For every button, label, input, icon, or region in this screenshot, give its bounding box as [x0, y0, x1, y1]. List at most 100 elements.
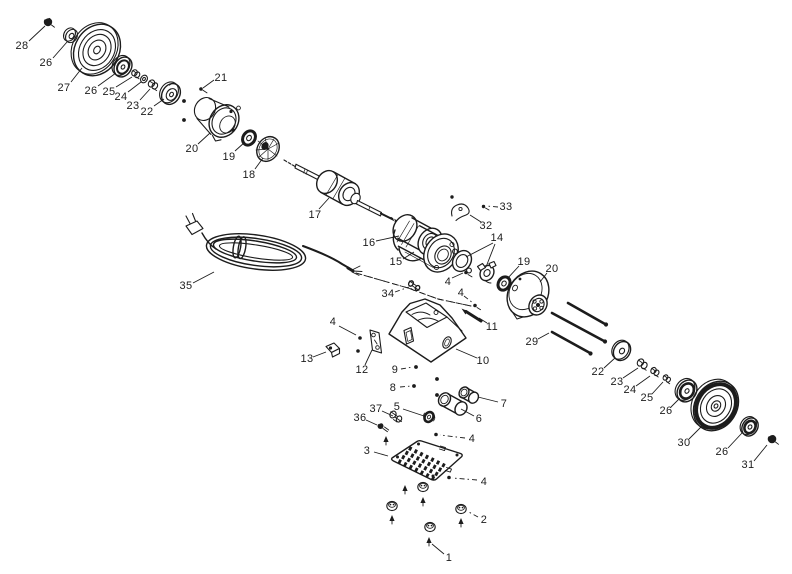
part-number-label: 9 — [392, 364, 399, 376]
leader-line — [537, 332, 550, 340]
leader-line — [603, 357, 616, 369]
part-22-flange-disc — [159, 81, 182, 106]
leader-line — [373, 451, 389, 457]
plate-screw-dot — [447, 475, 451, 480]
part-number-label: 29 — [525, 336, 538, 348]
part-number-label: 16 — [362, 237, 375, 249]
leader-line — [400, 366, 414, 370]
part-number-label: 37 — [369, 403, 382, 415]
callout-4: 4 — [439, 433, 475, 445]
leader-line — [312, 351, 327, 358]
part-number-label: 35 — [179, 280, 192, 292]
part-number-label: 32 — [479, 220, 492, 232]
leader-line — [635, 375, 651, 387]
part-27-large-pulley — [70, 22, 122, 77]
callout-32: 32 — [469, 214, 492, 232]
leader-line — [431, 543, 445, 555]
part-number-label: 28 — [15, 40, 28, 52]
leader-line — [622, 367, 639, 379]
part-28-cap-nut — [43, 16, 55, 28]
leader-line — [478, 317, 488, 324]
callout-28: 28 — [15, 25, 46, 52]
callout-22: 22 — [591, 357, 616, 378]
part-number-label: 4 — [481, 476, 488, 488]
part-24-spacer-right — [650, 366, 660, 378]
callout-33: 33 — [486, 201, 512, 213]
part-number-label: 33 — [499, 201, 512, 213]
part-1-screws — [383, 432, 464, 547]
extra-leader-line — [437, 298, 472, 307]
callout-23: 23 — [610, 367, 639, 388]
callout-4: 4 — [451, 476, 488, 488]
part-number-label: 27 — [57, 82, 70, 94]
part-number-label: 26 — [659, 405, 672, 417]
part-23-bushing-right — [636, 358, 648, 371]
part-number-label: 24 — [114, 91, 127, 103]
leader-line — [506, 265, 520, 280]
callout-21: 21 — [202, 72, 227, 89]
extra-leader-line — [485, 243, 496, 268]
leader-line — [399, 385, 412, 388]
leader-line — [338, 325, 357, 336]
leader-line — [381, 410, 394, 417]
part-number-label: 10 — [476, 355, 489, 367]
part-21-screw — [199, 87, 208, 94]
part-34-cord-clamp — [407, 280, 421, 292]
part-number-label: 15 — [389, 256, 402, 268]
part-number-label: 8 — [390, 382, 397, 394]
callout-5: 5 — [394, 401, 425, 417]
part-4-screws-motor — [464, 270, 482, 311]
base-screw-dots — [356, 336, 439, 397]
screw-point-up — [420, 497, 426, 507]
rubber-foot — [386, 500, 398, 512]
callout-25: 25 — [102, 76, 133, 98]
leader-line — [375, 235, 400, 242]
leader-line — [197, 132, 211, 145]
part-number-label: 19 — [517, 256, 530, 268]
part-3-bottom-plate — [390, 439, 463, 481]
part-19-front-bearing — [241, 129, 257, 147]
extra-leader-line — [355, 272, 409, 289]
leader-line — [688, 425, 703, 440]
callout-8: 8 — [390, 382, 412, 394]
part-18-fan — [255, 135, 280, 163]
leader-line — [651, 381, 664, 395]
leader-line — [486, 205, 499, 208]
part-7-roller — [458, 386, 480, 404]
leader-line — [439, 434, 466, 439]
part-26-small-pulley — [111, 54, 133, 78]
part-14-bearing-retainer — [451, 248, 473, 274]
callout-9: 9 — [392, 364, 414, 376]
callout-24: 24 — [623, 375, 651, 396]
part-33-screw — [481, 204, 490, 211]
screw-point-up — [458, 518, 464, 528]
part-number-label: 23 — [126, 100, 139, 112]
leader-line — [28, 25, 46, 42]
part-number-label: 7 — [501, 398, 508, 410]
rubber-foot — [424, 521, 436, 533]
screw-point-up — [389, 515, 395, 525]
part-11-stud — [461, 308, 483, 323]
part-10-base-housing — [388, 298, 467, 363]
part-number-label: 4 — [458, 287, 465, 299]
part-31-cap-nut-right — [767, 433, 779, 445]
leader-line — [469, 214, 482, 223]
part-number-label: 24 — [623, 384, 636, 396]
part-12-terminal-strip — [369, 329, 383, 354]
motor-bolt-dots — [182, 99, 186, 122]
part-13-switch — [325, 342, 341, 358]
part-14-brush-holder — [476, 260, 497, 284]
leader-line — [753, 444, 768, 462]
part-32-brush-clip — [451, 203, 470, 222]
part-29-tie-rods — [550, 301, 609, 356]
part-26-washer-outer — [62, 27, 79, 44]
leader-line — [364, 349, 373, 366]
part-30-large-pulley-right — [690, 378, 740, 432]
part-number-label: 36 — [353, 412, 366, 424]
brush-screw-dot — [450, 195, 454, 199]
callout-29: 29 — [525, 332, 550, 348]
callout-37: 37 — [369, 403, 394, 417]
callout-16: 16 — [362, 235, 400, 249]
part-20-front-bell-housing — [193, 96, 241, 142]
callout-23: 23 — [126, 88, 151, 112]
